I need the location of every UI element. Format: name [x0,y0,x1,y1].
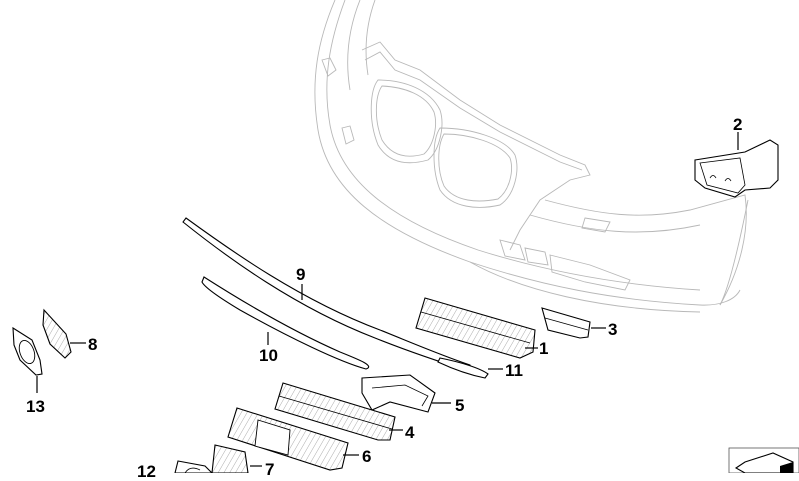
part-6-grille-with-opening[interactable] [227,407,359,471]
callout-3: 3 [608,320,618,339]
callout-10: 10 [259,346,278,365]
callout-11: 11 [505,361,523,380]
part-7-small-mesh-grille[interactable] [211,444,262,474]
callout-13: 13 [26,397,45,416]
callout-7: 7 [265,460,275,479]
part-11-small-trim-strip[interactable] [437,357,503,379]
callout-5: 5 [455,396,465,415]
callout-2: 2 [733,115,743,134]
part-2-air-duct[interactable] [694,132,779,198]
part-5-air-guide[interactable] [361,374,451,413]
callout-8: 8 [88,335,98,354]
callout-6: 6 [362,447,372,466]
callout-1: 1 [539,339,549,358]
part-1-center-grille[interactable] [415,297,538,359]
callout-4: 4 [405,423,415,442]
part-10-lower-trim-strip[interactable] [201,276,370,370]
part-13-fog-light-frame[interactable] [12,326,43,393]
part-8-side-mesh-grille[interactable] [42,308,86,359]
callout-12: 12 [137,462,156,481]
catalog-page-icon[interactable] [728,447,799,474]
callout-9: 9 [296,265,306,284]
part-4-lower-grille[interactable] [274,382,403,441]
bumper-outline [314,0,749,313]
part-3-side-insert[interactable] [541,307,606,339]
part-12-fog-light-ring[interactable] [174,460,214,474]
